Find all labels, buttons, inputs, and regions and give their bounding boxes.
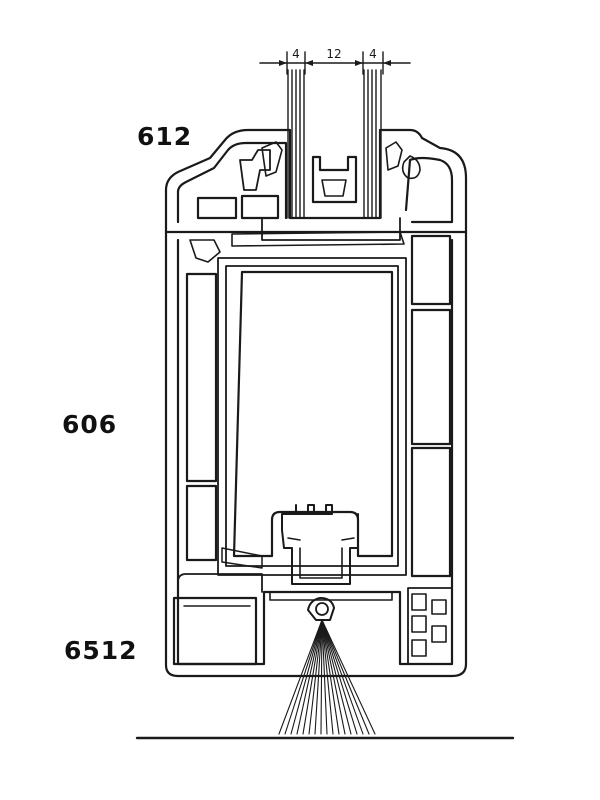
frame-profile [164, 230, 468, 678]
sash-profile [164, 128, 468, 247]
label-6512: 6512 [64, 636, 138, 665]
dim-gap: 12 [326, 47, 341, 61]
brush-seal [278, 597, 376, 735]
glass-panes [287, 69, 382, 219]
dimension-line: 4 12 4 [259, 47, 411, 75]
dim-left-pane: 4 [292, 47, 300, 61]
glass-spacer [311, 155, 358, 204]
sill-profile [172, 587, 453, 666]
dim-right-pane: 4 [369, 47, 377, 61]
center-clip [281, 504, 359, 585]
label-612: 612 [137, 122, 193, 151]
label-606: 606 [62, 410, 118, 439]
